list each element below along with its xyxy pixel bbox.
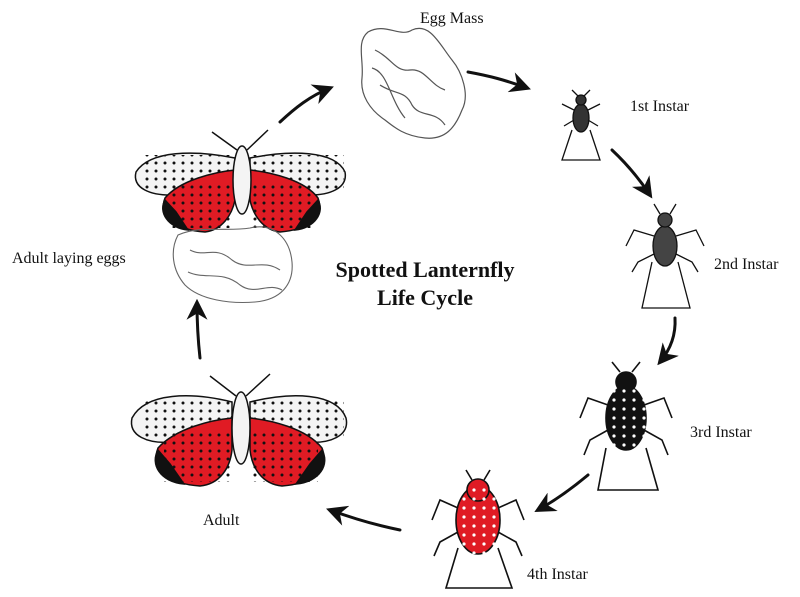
diagram-title: Spotted Lanternfly Life Cycle <box>310 256 540 312</box>
title-line-2: Life Cycle <box>310 284 540 312</box>
instar1-illustration <box>562 90 600 160</box>
label-adult-laying-eggs: Adult laying eggs <box>12 250 126 268</box>
label-3rd-instar: 3rd Instar <box>690 424 752 442</box>
label-2nd-instar: 2nd Instar <box>714 256 778 274</box>
instar3-illustration <box>580 362 672 490</box>
arrow-3rd-to-4th <box>538 475 588 510</box>
arrow-2nd-to-3rd <box>660 318 675 362</box>
instar4-illustration <box>432 470 524 588</box>
arrow-laying-to-egg <box>280 88 330 122</box>
label-adult: Adult <box>203 512 239 530</box>
egg-mass-illustration <box>361 28 465 138</box>
title-line-1: Spotted Lanternfly <box>310 256 540 284</box>
label-egg-mass: Egg Mass <box>420 10 484 28</box>
label-4th-instar: 4th Instar <box>527 566 588 584</box>
arrow-adult-to-laying <box>197 303 200 358</box>
label-1st-instar: 1st Instar <box>630 98 689 116</box>
arrow-1st-to-2nd <box>612 150 650 195</box>
instar2-illustration <box>626 204 704 308</box>
adult-lanternfly-illustration <box>131 374 346 486</box>
arrow-egg-to-1st <box>468 72 527 88</box>
arrow-4th-to-adult <box>330 510 400 530</box>
